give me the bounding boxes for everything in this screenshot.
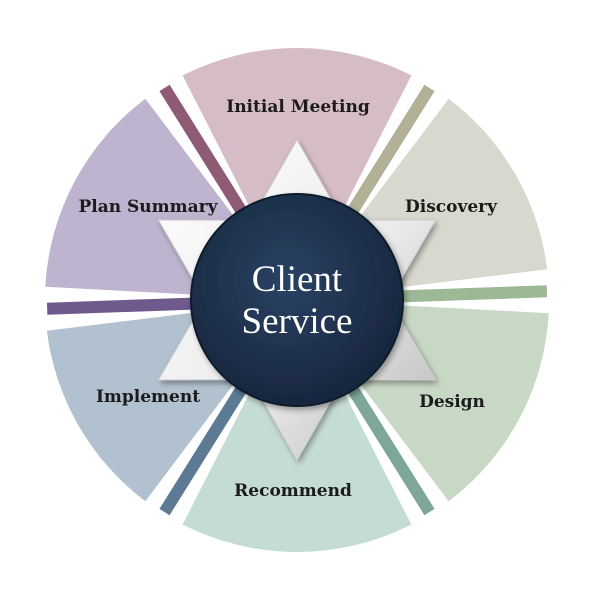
center-title-line-2: Service — [242, 301, 353, 342]
band-implement — [46, 297, 198, 315]
segment-label-recommend: Recommend — [234, 481, 352, 501]
segment-label-discovery: Discovery — [405, 197, 498, 217]
segment-label-plan-summary: Plan Summary — [79, 197, 219, 217]
center-hub — [190, 193, 404, 407]
band-initial-meeting — [344, 84, 435, 219]
labels-layer: Initial Meeting Discovery Design Recomme… — [79, 97, 499, 501]
segment-label-initial-meeting: Initial Meeting — [226, 97, 370, 117]
band-discovery — [396, 285, 548, 303]
bands-layer — [46, 84, 548, 516]
band-design — [344, 381, 435, 516]
segment-label-implement: Implement — [96, 387, 200, 407]
center-title-line-1: Client — [252, 259, 343, 300]
band-plan-summary — [159, 84, 250, 219]
band-recommend — [159, 381, 250, 516]
segment-label-design: Design — [419, 392, 485, 412]
